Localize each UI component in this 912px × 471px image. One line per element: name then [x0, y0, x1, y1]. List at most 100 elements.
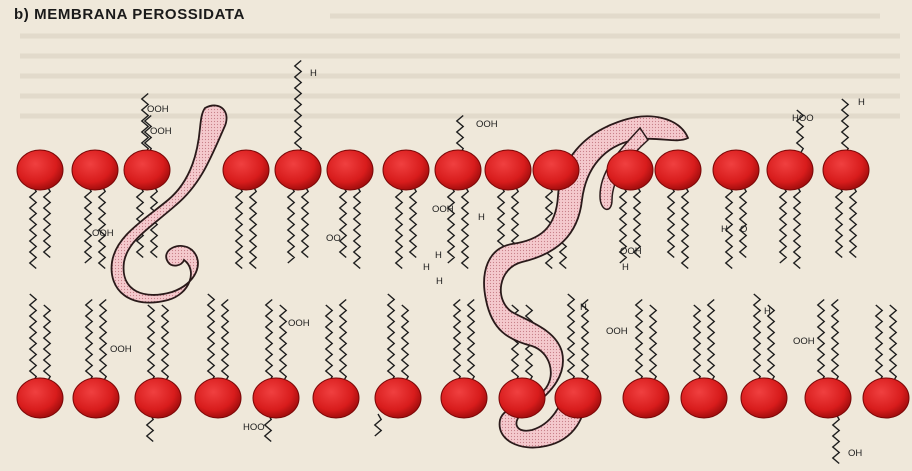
- phospholipid-head-outer: [275, 150, 321, 190]
- phospholipid-head-inner: [441, 378, 487, 418]
- phospholipid-head-outer: [72, 150, 118, 190]
- phospholipid-head-outer: [383, 150, 429, 190]
- phospholipid-head-outer: [327, 150, 373, 190]
- label-ooh: OOH: [150, 126, 172, 137]
- oxidized-tail-protrusion: [147, 414, 153, 442]
- fatty-acid-tail: [402, 305, 408, 382]
- phospholipid-head-inner: [253, 378, 299, 418]
- phospholipid-head-outer: [823, 150, 869, 190]
- label-h: H: [436, 276, 443, 287]
- fatty-acid-tail: [780, 186, 786, 263]
- fatty-acid-tail: [462, 186, 468, 269]
- fatty-acid-tail: [890, 305, 896, 382]
- phospholipid-head-outer: [533, 150, 579, 190]
- label-hoo: HOO: [792, 113, 814, 124]
- label-h: H: [721, 224, 728, 235]
- fatty-acid-tail: [388, 294, 394, 382]
- fatty-acid-tail: [682, 186, 688, 269]
- phospholipid-head-inner: [741, 378, 787, 418]
- fatty-acid-tail: [326, 305, 332, 382]
- phospholipid-head-inner: [681, 378, 727, 418]
- phospholipid-head-inner: [555, 378, 601, 418]
- phospholipid-head-outer: [223, 150, 269, 190]
- fatty-acid-tail: [148, 305, 154, 382]
- fatty-acid-tail: [30, 186, 36, 269]
- fatty-acid-tail: [44, 305, 50, 382]
- fatty-acid-tail: [876, 305, 882, 382]
- fatty-acid-tail: [266, 300, 272, 383]
- oxidized-tail-protrusion: [457, 116, 463, 155]
- fatty-acid-tail: [708, 300, 714, 383]
- phospholipid-head-outer: [124, 150, 170, 190]
- fatty-acid-tail: [288, 186, 294, 263]
- fatty-acid-tail: [340, 186, 346, 258]
- fatty-acid-tail: [236, 186, 242, 269]
- fatty-acid-tail: [85, 186, 91, 263]
- oxidized-tail-protrusion: [265, 414, 271, 442]
- phospholipid-head-inner: [73, 378, 119, 418]
- fatty-acid-tail: [100, 300, 106, 383]
- phospholipid-head-inner: [805, 378, 851, 418]
- phospholipid-head-inner: [863, 378, 909, 418]
- fatty-acid-tail: [468, 300, 474, 383]
- phospholipid-head-outer: [713, 150, 759, 190]
- fatty-acid-tail: [410, 186, 416, 258]
- fatty-acid-tail: [396, 186, 402, 269]
- fatty-acid-tail: [740, 186, 746, 258]
- fatty-acid-tail: [794, 186, 800, 269]
- fatty-acid-tail: [568, 294, 574, 382]
- phospholipid-head-outer: [435, 150, 481, 190]
- fatty-acid-tail: [754, 294, 760, 382]
- phospholipid-heads-layer: [17, 150, 909, 418]
- fatty-acid-tail: [162, 305, 168, 382]
- fatty-acid-tail: [454, 300, 460, 383]
- phospholipid-head-inner: [375, 378, 421, 418]
- label-h: H: [764, 306, 771, 317]
- fatty-acid-tail: [668, 186, 674, 258]
- bleed-through-text: [20, 16, 900, 116]
- fatty-acid-tail: [280, 305, 286, 382]
- fatty-acid-tail: [354, 186, 360, 269]
- phospholipid-head-inner: [623, 378, 669, 418]
- fatty-acid-tail: [340, 300, 346, 383]
- label-oh: OH: [848, 448, 862, 459]
- oxidized-tail-protrusion: [375, 414, 381, 436]
- phospholipid-head-outer: [767, 150, 813, 190]
- label-h: H: [478, 212, 485, 223]
- oxidized-tail-protrusion: [833, 414, 839, 464]
- fatty-acid-tail: [302, 186, 308, 258]
- phospholipid-head-outer: [17, 150, 63, 190]
- label-ooh: OOH: [147, 104, 169, 115]
- label-ooh: OOH: [110, 344, 132, 355]
- fatty-acid-tail: [832, 300, 838, 383]
- phospholipid-head-inner: [195, 378, 241, 418]
- fatty-acid-tail: [694, 305, 700, 382]
- phospholipid-head-inner: [313, 378, 359, 418]
- label-h: H: [858, 97, 865, 108]
- label-hoo: HOO: [243, 422, 265, 433]
- fatty-acid-tail: [44, 186, 50, 258]
- fatty-acid-tail: [650, 305, 656, 382]
- fatty-acid-tail: [208, 294, 214, 382]
- fatty-acid-tail: [86, 300, 92, 383]
- label-h: H: [423, 262, 430, 273]
- fatty-acid-tail: [818, 300, 824, 383]
- label-ooh: OOH: [606, 326, 628, 337]
- fatty-acid-tail: [448, 186, 454, 263]
- fatty-acid-tail: [850, 186, 856, 258]
- oxidized-tail-protrusion: [842, 99, 848, 154]
- label-h: H: [580, 302, 587, 313]
- phospholipid-head-outer: [607, 150, 653, 190]
- label-ooh: OOH: [288, 318, 310, 329]
- fatty-acid-tail: [636, 300, 642, 383]
- fatty-acid-tail: [222, 300, 228, 383]
- label-ooh: OOH: [620, 246, 642, 257]
- fatty-acid-tail: [836, 186, 842, 258]
- label-o: O: [740, 224, 747, 235]
- phospholipid-head-outer: [655, 150, 701, 190]
- phospholipid-head-outer: [485, 150, 531, 190]
- phospholipid-head-inner: [17, 378, 63, 418]
- fatty-acid-tail: [250, 186, 256, 269]
